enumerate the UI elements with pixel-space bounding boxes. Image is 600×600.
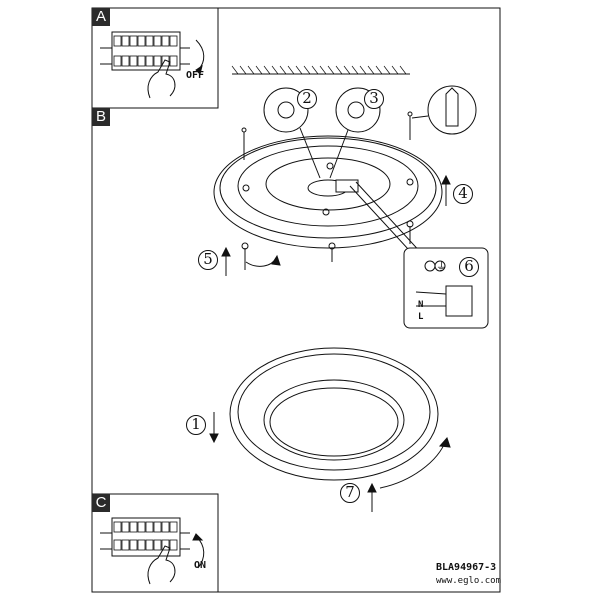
step-1-marker: 1 (186, 415, 206, 435)
step-2-marker: 2 (297, 89, 317, 109)
panel-a-label: A (92, 8, 110, 26)
panel-b-label: B (92, 108, 110, 126)
mounting-plate (213, 135, 443, 249)
on-label: ON (194, 560, 207, 571)
step-4-marker: 4 (453, 184, 473, 204)
doc-code: BLA94967-3 (436, 562, 497, 573)
neutral-label: N (418, 300, 424, 310)
wall-plug-callout (411, 85, 477, 135)
detail-callouts (263, 87, 381, 179)
website: www.eglo.com (436, 576, 502, 586)
panel-c-label: C (92, 494, 110, 512)
earth-symbol: ⏚ (436, 260, 447, 273)
step-6-marker: 6 (459, 257, 479, 277)
page-frame (91, 7, 501, 593)
ceiling-hatch (231, 65, 410, 75)
lamp-shade (229, 347, 439, 481)
breaker-panel-c-icon (100, 517, 205, 585)
live-label: L (418, 312, 424, 322)
panel-a-frame (91, 7, 219, 109)
step-3-marker: 3 (364, 89, 384, 109)
step-7-marker: 7 (340, 483, 360, 503)
breaker-panel-a-icon (100, 31, 205, 99)
screw-icons (241, 111, 414, 270)
panel-c-frame (91, 493, 219, 593)
direction-arrows (209, 174, 451, 512)
off-label: OFF (186, 70, 205, 81)
step-5-marker: 5 (198, 250, 218, 270)
